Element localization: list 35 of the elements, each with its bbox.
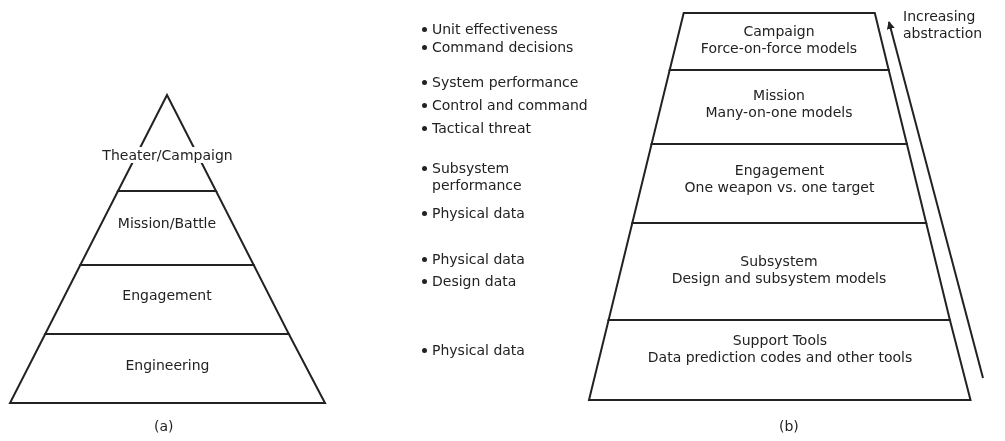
axis-label: Increasing abstraction (903, 8, 984, 42)
panel-label: (b) (779, 418, 799, 435)
tier-title: Support Tools (732, 332, 828, 348)
bullet-item: Physical data (432, 205, 525, 222)
tier-title: Engineering (125, 357, 210, 373)
pyramid-tier (589, 320, 971, 400)
pyramid-tier (632, 144, 927, 223)
panel-label: (a) (154, 418, 174, 435)
tier-title: Mission (753, 87, 805, 103)
pyramid-tier (10, 334, 325, 403)
pyramid-tier (651, 70, 907, 144)
bullet-item: Physical data (432, 342, 525, 359)
bullet-item: Unit effectiveness (432, 21, 558, 38)
tier-description: Data prediction codes and other tools (647, 349, 913, 365)
tier-description: Design and subsystem models (671, 270, 887, 286)
tier-title: Campaign (743, 23, 815, 39)
pyramid-tier (608, 223, 950, 320)
tier-description: Force-on-force models (700, 40, 858, 56)
bullet-item: Design data (432, 273, 517, 290)
bullet-item: Command decisions (432, 39, 574, 56)
pyramid-tier (45, 265, 289, 334)
bullet-item: Physical data (432, 251, 525, 268)
tier-title: Engagement (122, 287, 212, 303)
bullet-item: Subsystem performance (432, 160, 523, 194)
tier-description: One weapon vs. one target (684, 179, 875, 195)
tier-title: Theater/Campaign (102, 147, 233, 163)
tier-title: Mission/Battle (117, 215, 217, 231)
pyramid-tier (669, 13, 889, 70)
tier-description: Many-on-one models (705, 104, 853, 120)
tier-title: Subsystem (740, 253, 818, 269)
tier-title: Engagement (734, 162, 825, 178)
bullet-item: Control and command (432, 97, 588, 114)
bullet-item: System performance (432, 74, 579, 91)
bullet-item: Tactical threat (432, 120, 531, 137)
pyramid-tier (80, 191, 254, 265)
